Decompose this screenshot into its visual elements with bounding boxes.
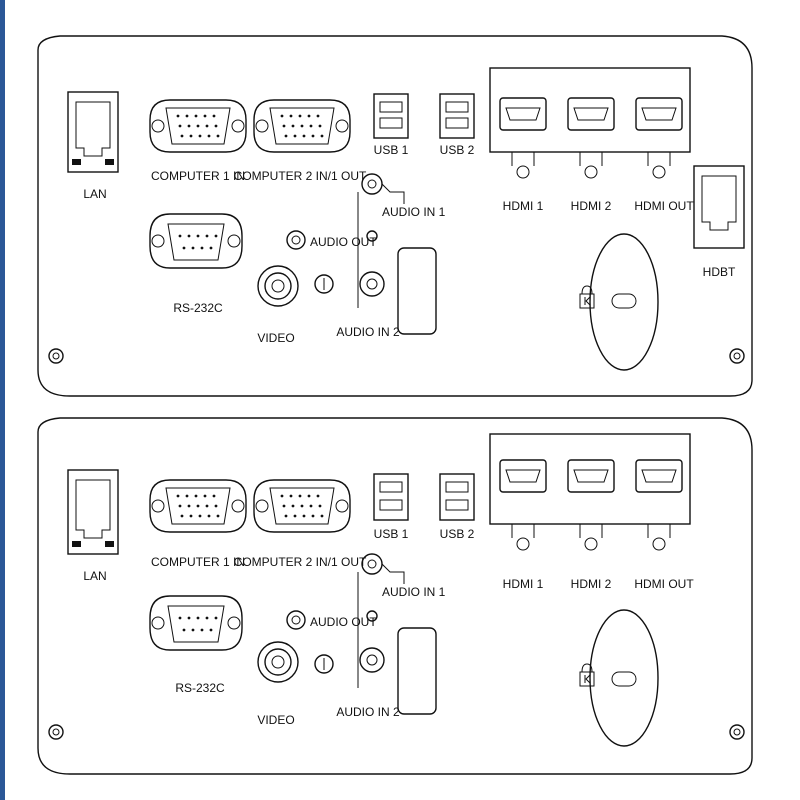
rear-panel-bottom: LAN COMPUTER 1 IN COMPUTER 2 IN/1 OUT US…: [37, 417, 753, 775]
audio-in-2-label: AUDIO IN 2: [336, 705, 400, 719]
audio-in-1-label: AUDIO IN 1: [382, 205, 446, 219]
computer-1-in-label: COMPUTER 1 IN: [151, 169, 245, 183]
kensington-lock-icon: [579, 285, 595, 309]
audio-mid-jack: [366, 230, 378, 242]
hdmi-out-label: HDMI OUT: [634, 199, 694, 213]
hdmi-1-label: HDMI 1: [503, 577, 544, 591]
mic-jack: [314, 654, 334, 674]
screw-right-icon: [729, 724, 745, 740]
screw-left-icon: [48, 724, 64, 740]
audio-in-2-jack: [359, 647, 385, 673]
audio-in-2-label: AUDIO IN 2: [336, 325, 400, 339]
hdmi-2-label: HDMI 2: [571, 199, 612, 213]
panel-outline: [37, 35, 753, 397]
hdmi-2-port: [567, 459, 615, 551]
usb-2-label: USB 2: [440, 527, 475, 541]
lan-label: LAN: [83, 187, 106, 201]
security-bar-area: [589, 609, 659, 747]
hdmi-out-port: [635, 459, 683, 551]
hdmi-enclosure: [489, 433, 691, 525]
hdmi-2-port: [567, 97, 615, 179]
hdmi-out-label: HDMI OUT: [634, 577, 694, 591]
security-bar-area: [589, 233, 659, 371]
audio-out-jack: [286, 230, 306, 250]
computer-2-in-1-out-port: [253, 479, 351, 533]
security-slot: [611, 671, 637, 687]
hdmi-2-label: HDMI 2: [571, 577, 612, 591]
audio-out-label: AUDIO OUT: [310, 235, 377, 249]
blank-module: [397, 627, 437, 715]
audio-out-label: AUDIO OUT: [310, 615, 377, 629]
rs-232c-label: RS-232C: [173, 301, 223, 315]
rs-232c-label: RS-232C: [175, 681, 225, 695]
hdbt-label: HDBT: [703, 265, 736, 279]
video-label: VIDEO: [257, 331, 294, 345]
usb-1-label: USB 1: [374, 143, 409, 157]
usb-2-label: USB 2: [440, 143, 475, 157]
audio-in-1-jack: [361, 173, 405, 204]
audio-in-2-jack: [359, 271, 385, 297]
audio-out-jack: [286, 610, 306, 630]
video-label: VIDEO: [257, 713, 294, 727]
usb-1-label: USB 1: [374, 527, 409, 541]
hdmi-1-port: [499, 459, 547, 551]
left-accent-bar: [0, 0, 5, 800]
computer-2-in-1-out-label: COMPUTER 2 IN/1 OUT: [234, 555, 367, 569]
computer-2-in-1-out-label: COMPUTER 2 IN/1 OUT: [234, 169, 367, 183]
lan-label: LAN: [83, 569, 106, 583]
screw-left-icon: [48, 348, 64, 364]
panel-outline: [37, 417, 753, 775]
audio-in-1-jack: [361, 553, 405, 584]
computer-2-in-1-out-port: [253, 99, 351, 153]
hdmi-1-port: [499, 97, 547, 179]
usb-1-port: [373, 93, 409, 139]
audio-mid-jack: [366, 610, 378, 622]
computer-1-in-port: [149, 479, 247, 533]
rear-panel-top: LAN COMPUTER 1 IN COMPUTER 2 IN/1 OUT US…: [37, 35, 753, 397]
rs-232c-port: [149, 595, 243, 651]
computer-1-in-label: COMPUTER 1 IN: [151, 555, 245, 569]
usb-2-port: [439, 473, 475, 521]
screw-right-icon: [729, 348, 745, 364]
hdmi-1-label: HDMI 1: [503, 199, 544, 213]
rs-232c-port: [149, 213, 243, 269]
kensington-lock-icon: [579, 663, 595, 687]
usb-1-port: [373, 473, 409, 521]
security-slot: [611, 293, 637, 309]
hdbt-port: [693, 165, 745, 249]
lan-port: [67, 91, 119, 173]
blank-module: [397, 247, 437, 335]
hdmi-out-port: [635, 97, 683, 179]
video-jack: [257, 641, 299, 683]
computer-1-in-port: [149, 99, 247, 153]
video-jack: [257, 265, 299, 307]
lan-port: [67, 469, 119, 555]
audio-in-1-label: AUDIO IN 1: [382, 585, 446, 599]
hdmi-enclosure: [489, 67, 691, 153]
usb-2-port: [439, 93, 475, 139]
mic-jack: [314, 274, 334, 294]
